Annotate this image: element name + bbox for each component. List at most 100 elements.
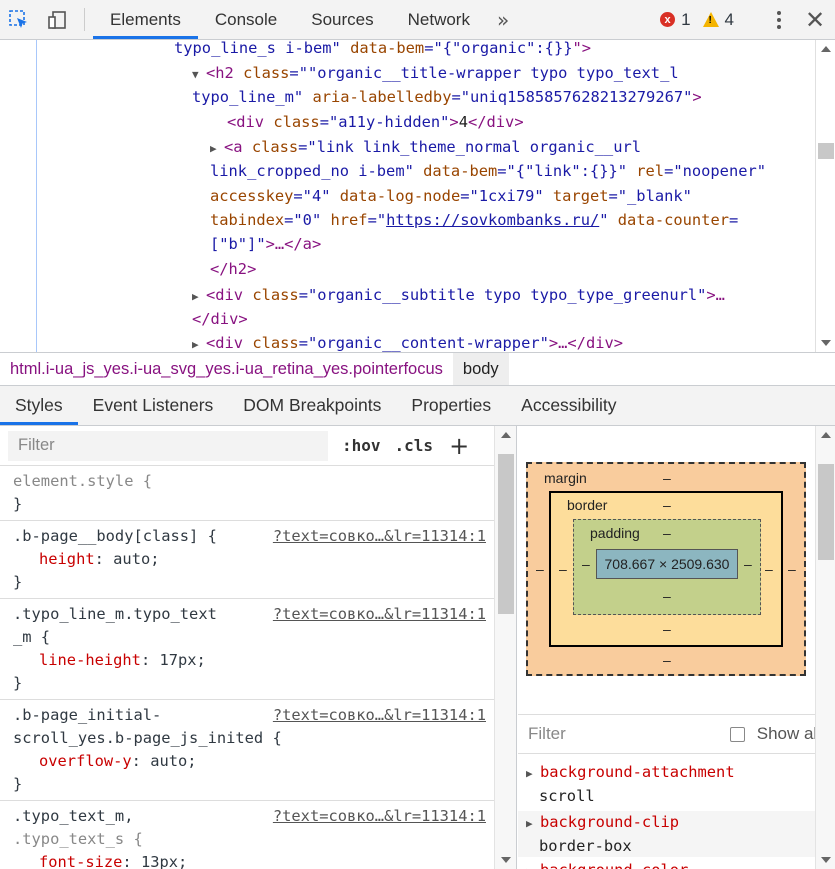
border-top-value[interactable]: – [663, 497, 671, 513]
device-toolbar-button[interactable] [38, 0, 76, 39]
border-left-value[interactable]: – [559, 561, 567, 577]
computed-scrollbar[interactable] [815, 426, 835, 869]
expand-triangle-icon[interactable]: ▶ [210, 142, 217, 155]
tab-properties[interactable]: Properties [411, 395, 492, 415]
rule-selector-cont: _m { [13, 628, 51, 646]
margin-right-value[interactable]: – [788, 561, 796, 577]
more-tabs-button[interactable]: » [496, 7, 510, 32]
tab-styles[interactable]: Styles [0, 386, 78, 425]
computed-property[interactable]: ▶background-color [518, 859, 818, 869]
tree-node[interactable]: typo_line_s i-bem" data-bem="{"organic":… [174, 40, 592, 57]
tree-node-continuation: link_cropped_no i-bem" data-bem="{"link"… [210, 162, 767, 180]
styles-scrollbar[interactable] [494, 426, 516, 869]
padding-right-value[interactable]: – [744, 556, 752, 572]
expand-triangle-icon[interactable]: ▼ [192, 68, 199, 81]
margin-bottom-value[interactable]: – [663, 652, 671, 668]
scrollbar-thumb[interactable] [818, 143, 834, 159]
tree-node-div[interactable]: ▶<div class="organic__content-wrapper">…… [192, 331, 623, 352]
tab-sources[interactable]: Sources [311, 9, 374, 29]
margin-top-value[interactable]: – [663, 470, 671, 486]
style-rule[interactable]: element.style { } [0, 466, 516, 521]
tree-node-h2[interactable]: ▼<h2 class=""organic__title-wrapper typo… [192, 61, 679, 87]
tab-event-listeners[interactable]: Event Listeners [92, 395, 214, 415]
breadcrumb-body[interactable]: body [452, 353, 509, 385]
show-all-checkbox[interactable] [729, 726, 745, 742]
scroll-up-icon[interactable] [821, 46, 831, 52]
error-count-badge[interactable]: x 1 [660, 9, 691, 30]
inspect-element-button[interactable] [0, 0, 38, 39]
padding-bottom-value[interactable]: – [663, 588, 671, 604]
computed-property[interactable]: ▶background-clip border-box [518, 811, 818, 857]
warning-icon: ! [702, 12, 719, 27]
style-property[interactable]: line-height: 17px; [39, 651, 206, 669]
border-label: border [567, 497, 608, 513]
expand-triangle-icon[interactable]: ▶ [526, 767, 533, 780]
border-bottom-value[interactable]: – [663, 621, 671, 637]
scroll-up-icon[interactable] [821, 432, 831, 438]
tree-node-div[interactable]: ▶<div class="organic__subtitle typo typo… [192, 283, 725, 309]
box-model-border[interactable]: border – – – – padding – – – – 708.667 ×… [549, 491, 783, 647]
box-model-margin[interactable]: margin – – – – border – – – – padding – … [526, 462, 806, 676]
tab-dom-breakpoints[interactable]: DOM Breakpoints [243, 395, 382, 415]
style-property[interactable]: height: auto; [39, 550, 160, 568]
tree-node-continuation: accesskey="4" data-log-node="1cxi79" tar… [210, 187, 692, 205]
style-rule[interactable]: .typo_line_m.typo_text _m { ?text=совко…… [0, 599, 516, 700]
style-property[interactable]: overflow-y: auto; [39, 752, 197, 770]
customize-menu-icon[interactable] [763, 10, 795, 29]
computed-property[interactable]: ▶background-attachment scroll [526, 763, 735, 805]
close-devtools-button[interactable]: ✕ [804, 5, 826, 34]
tab-console[interactable]: Console [214, 9, 278, 29]
tree-node-a[interactable]: ▶<a class="link link_theme_normal organi… [210, 135, 641, 161]
border-right-value[interactable]: – [765, 561, 773, 577]
box-model-content[interactable]: 708.667 × 2509.630 [596, 549, 738, 579]
padding-left-value[interactable]: – [582, 556, 590, 572]
scrollbar-thumb[interactable] [498, 454, 514, 614]
elements-tree[interactable]: typo_line_s i-bem" data-bem="{"organic":… [0, 40, 835, 352]
error-count: 1 [681, 9, 691, 29]
show-all-toggle[interactable]: Show all [729, 724, 821, 744]
padding-top-value[interactable]: – [663, 525, 671, 541]
tab-elements[interactable]: Elements [93, 0, 198, 39]
show-all-label: Show all [756, 724, 821, 743]
tree-node-div[interactable]: <div class="a11y-hidden">4</div> [227, 113, 524, 131]
scroll-down-icon[interactable] [501, 857, 511, 863]
scrollbar-thumb[interactable] [818, 464, 834, 560]
rule-selector: .typo_line_m.typo_text [13, 605, 217, 623]
device-icon [48, 10, 66, 29]
styles-filter-input[interactable]: Filter [8, 430, 328, 461]
scroll-down-icon[interactable] [821, 340, 831, 346]
breadcrumb-html[interactable]: html.i-ua_js_yes.i-ua_svg_yes.i-ua_retin… [10, 359, 443, 378]
style-rule[interactable]: .b-page__body[class] { ?text=совко…&lr=1… [0, 521, 516, 599]
tab-accessibility[interactable]: Accessibility [521, 395, 617, 415]
warning-count-badge[interactable]: ! 4 [702, 10, 734, 30]
scroll-down-icon[interactable] [821, 857, 831, 863]
rule-source-link[interactable]: ?text=совко…&lr=11314:1 [272, 706, 486, 724]
rule-source-link[interactable]: ?text=совко…&lr=11314:1 [272, 605, 486, 623]
tree-selection-gutter [36, 40, 37, 352]
rule-source-link[interactable]: ?text=совко…&lr=11314:1 [272, 527, 486, 545]
tree-node-close-h2[interactable]: </h2> [210, 260, 257, 278]
href-link[interactable]: https://sovkombanks.ru/ [386, 211, 600, 229]
expand-triangle-icon[interactable]: ▶ [192, 338, 199, 351]
new-style-rule-button[interactable]: + [449, 431, 470, 460]
rule-source-link[interactable]: ?text=совко…&lr=11314:1 [272, 807, 486, 825]
expand-triangle-icon[interactable]: ▶ [192, 290, 199, 303]
tab-network[interactable]: Network [407, 9, 470, 29]
scroll-up-icon[interactable] [501, 432, 511, 438]
cls-toggle[interactable]: .cls [394, 436, 434, 455]
expand-triangle-icon[interactable]: ▶ [526, 861, 540, 869]
tree-node-close-div[interactable]: </div> [192, 310, 248, 328]
style-rule[interactable]: .typo_text_m, .typo_text_s { ?text=совко… [0, 801, 516, 869]
style-property[interactable]: font-size: 13px; [39, 853, 188, 869]
box-model-padding[interactable]: padding – – – – 708.667 × 2509.630 [573, 519, 761, 615]
expand-triangle-icon[interactable]: ▶ [526, 817, 533, 830]
tree-scrollbar[interactable] [815, 40, 835, 352]
toolbar-divider [84, 8, 85, 31]
style-rule[interactable]: .b-page_initial- scroll_yes.b-page_js_in… [0, 700, 516, 801]
rule-close: } [13, 775, 23, 793]
styles-filter-bar: Filter :hov .cls + [0, 426, 516, 466]
cursor-select-icon [9, 9, 27, 28]
hov-toggle[interactable]: :hov [342, 436, 381, 455]
margin-left-value[interactable]: – [536, 561, 544, 577]
computed-filter-input[interactable]: Filter [528, 724, 566, 743]
